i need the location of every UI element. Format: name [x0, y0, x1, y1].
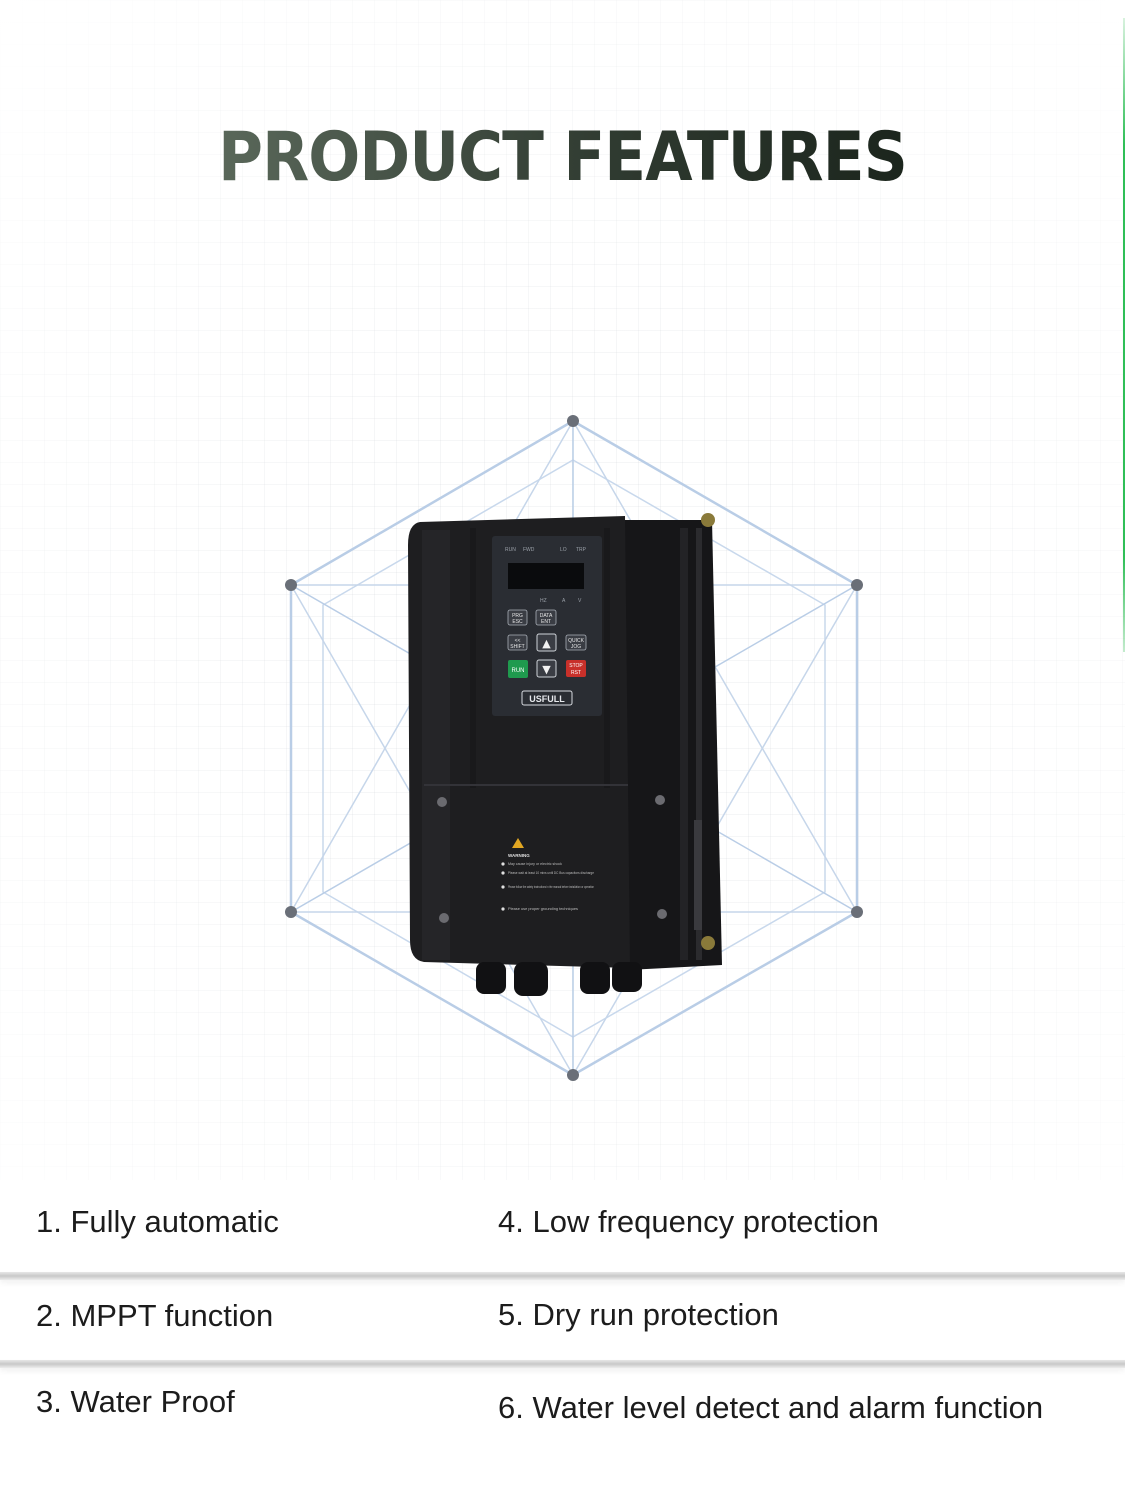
side-label — [694, 820, 702, 930]
cover-screw — [655, 795, 665, 805]
key-esc-label: ESC — [512, 619, 523, 625]
cable-glands — [476, 962, 642, 996]
key-run-label: RUN — [512, 668, 525, 674]
indicator-fwd: FWD — [523, 547, 535, 553]
key-down — [536, 659, 557, 678]
key-run — [508, 660, 528, 678]
vertex-dot — [567, 415, 579, 427]
cover-screw — [439, 913, 449, 923]
features-list: 1. Fully automatic 4. Low frequency prot… — [0, 1180, 1125, 1488]
indicator-run: RUN — [505, 547, 516, 553]
device-left-ridge — [422, 530, 450, 960]
key-shift — [507, 634, 528, 651]
feature-item: 5. Dry run protection — [498, 1297, 779, 1332]
unit-hz: HZ — [540, 598, 547, 604]
heatsink-fin — [680, 528, 688, 960]
feature-row: 2. MPPT function 5. Dry run protection — [0, 1280, 1125, 1360]
key-data-ent — [535, 609, 557, 626]
row-divider — [0, 1272, 1125, 1280]
cable-gland — [580, 962, 610, 994]
cable-gland — [612, 962, 642, 992]
inverter-device: RUN FWD LO TRP HZ A V PRG ESC DATA ENT <… — [408, 513, 722, 996]
vertex-dot — [567, 1069, 579, 1081]
indicator-lo: LO — [560, 547, 567, 553]
warning-title: WARNING — [508, 853, 530, 858]
brand-logo: USFULL — [529, 694, 565, 704]
mounting-screw — [701, 513, 715, 527]
warning-bullet — [501, 885, 505, 889]
unit-a: A — [562, 598, 566, 604]
key-prg-esc — [507, 609, 528, 626]
feature-item: 4. Low frequency protection — [498, 1204, 879, 1239]
warning-line: May cause injury or electric shock — [508, 862, 562, 866]
key-quick-label: QUICK — [568, 638, 585, 644]
led-display — [508, 563, 584, 589]
device-heatsink — [620, 520, 722, 970]
key-prg-label: PRG — [512, 613, 523, 619]
cable-gland — [514, 962, 548, 996]
feature-row: 3. Water Proof 6. Water level detect and… — [0, 1368, 1125, 1488]
warning-bullet — [501, 862, 505, 866]
warning-bullet — [501, 871, 505, 875]
product-illustration: RUN FWD LO TRP HZ A V PRG ESC DATA ENT <… — [285, 415, 863, 1081]
vertex-dot — [285, 906, 297, 918]
up-arrow-icon: ▲ — [542, 637, 551, 650]
warning-line: Please use proper grounding techniques — [508, 907, 578, 911]
warning-bullet — [501, 907, 505, 911]
vertex-dot — [851, 906, 863, 918]
key-shift-label: SHIFT — [510, 644, 524, 650]
hexagon-vertices — [285, 415, 863, 1081]
feature-item: 6. Water level detect and alarm function — [498, 1390, 1044, 1425]
brand-badge — [521, 690, 573, 706]
indicator-trp: TRP — [576, 547, 587, 553]
feature-item: 2. MPPT function — [36, 1298, 274, 1333]
key-data-label: DATA — [540, 613, 553, 619]
unit-v: V — [578, 598, 582, 604]
key-jog-label: JOG — [571, 644, 581, 650]
green-accent-line — [1123, 18, 1125, 652]
warning-line: Please wait at least 10 mins until DC Bu… — [508, 871, 594, 875]
key-quick-jog — [565, 634, 587, 651]
key-stop-label: STOP — [569, 663, 583, 669]
feature-item: 3. Water Proof — [36, 1384, 235, 1419]
vertex-dot — [285, 579, 297, 591]
device-groove — [604, 528, 610, 788]
cover-screw — [657, 909, 667, 919]
cover-screw — [437, 797, 447, 807]
warning-label: WARNING May cause injury or electric sho… — [501, 838, 594, 911]
warning-line: Please follow the safety instructions in… — [508, 885, 594, 889]
page-title: PRODUCT FEATURES — [56, 118, 1069, 197]
key-rst-label: RST — [571, 670, 581, 676]
vertex-dot — [851, 579, 863, 591]
down-arrow-icon: ▼ — [542, 663, 551, 676]
row-divider — [0, 1360, 1125, 1368]
warning-triangle-icon — [512, 838, 524, 848]
key-up — [536, 633, 557, 652]
key-ent-label: ENT — [541, 619, 551, 625]
mounting-screw — [701, 936, 715, 950]
feature-row: 1. Fully automatic 4. Low frequency prot… — [0, 1180, 1125, 1272]
heatsink-fin — [696, 528, 702, 960]
cable-gland — [476, 962, 506, 994]
key-stop-rst — [566, 660, 586, 677]
key-shift-arrows: << — [515, 638, 521, 644]
device-groove — [470, 528, 476, 788]
feature-item: 1. Fully automatic — [36, 1204, 279, 1239]
